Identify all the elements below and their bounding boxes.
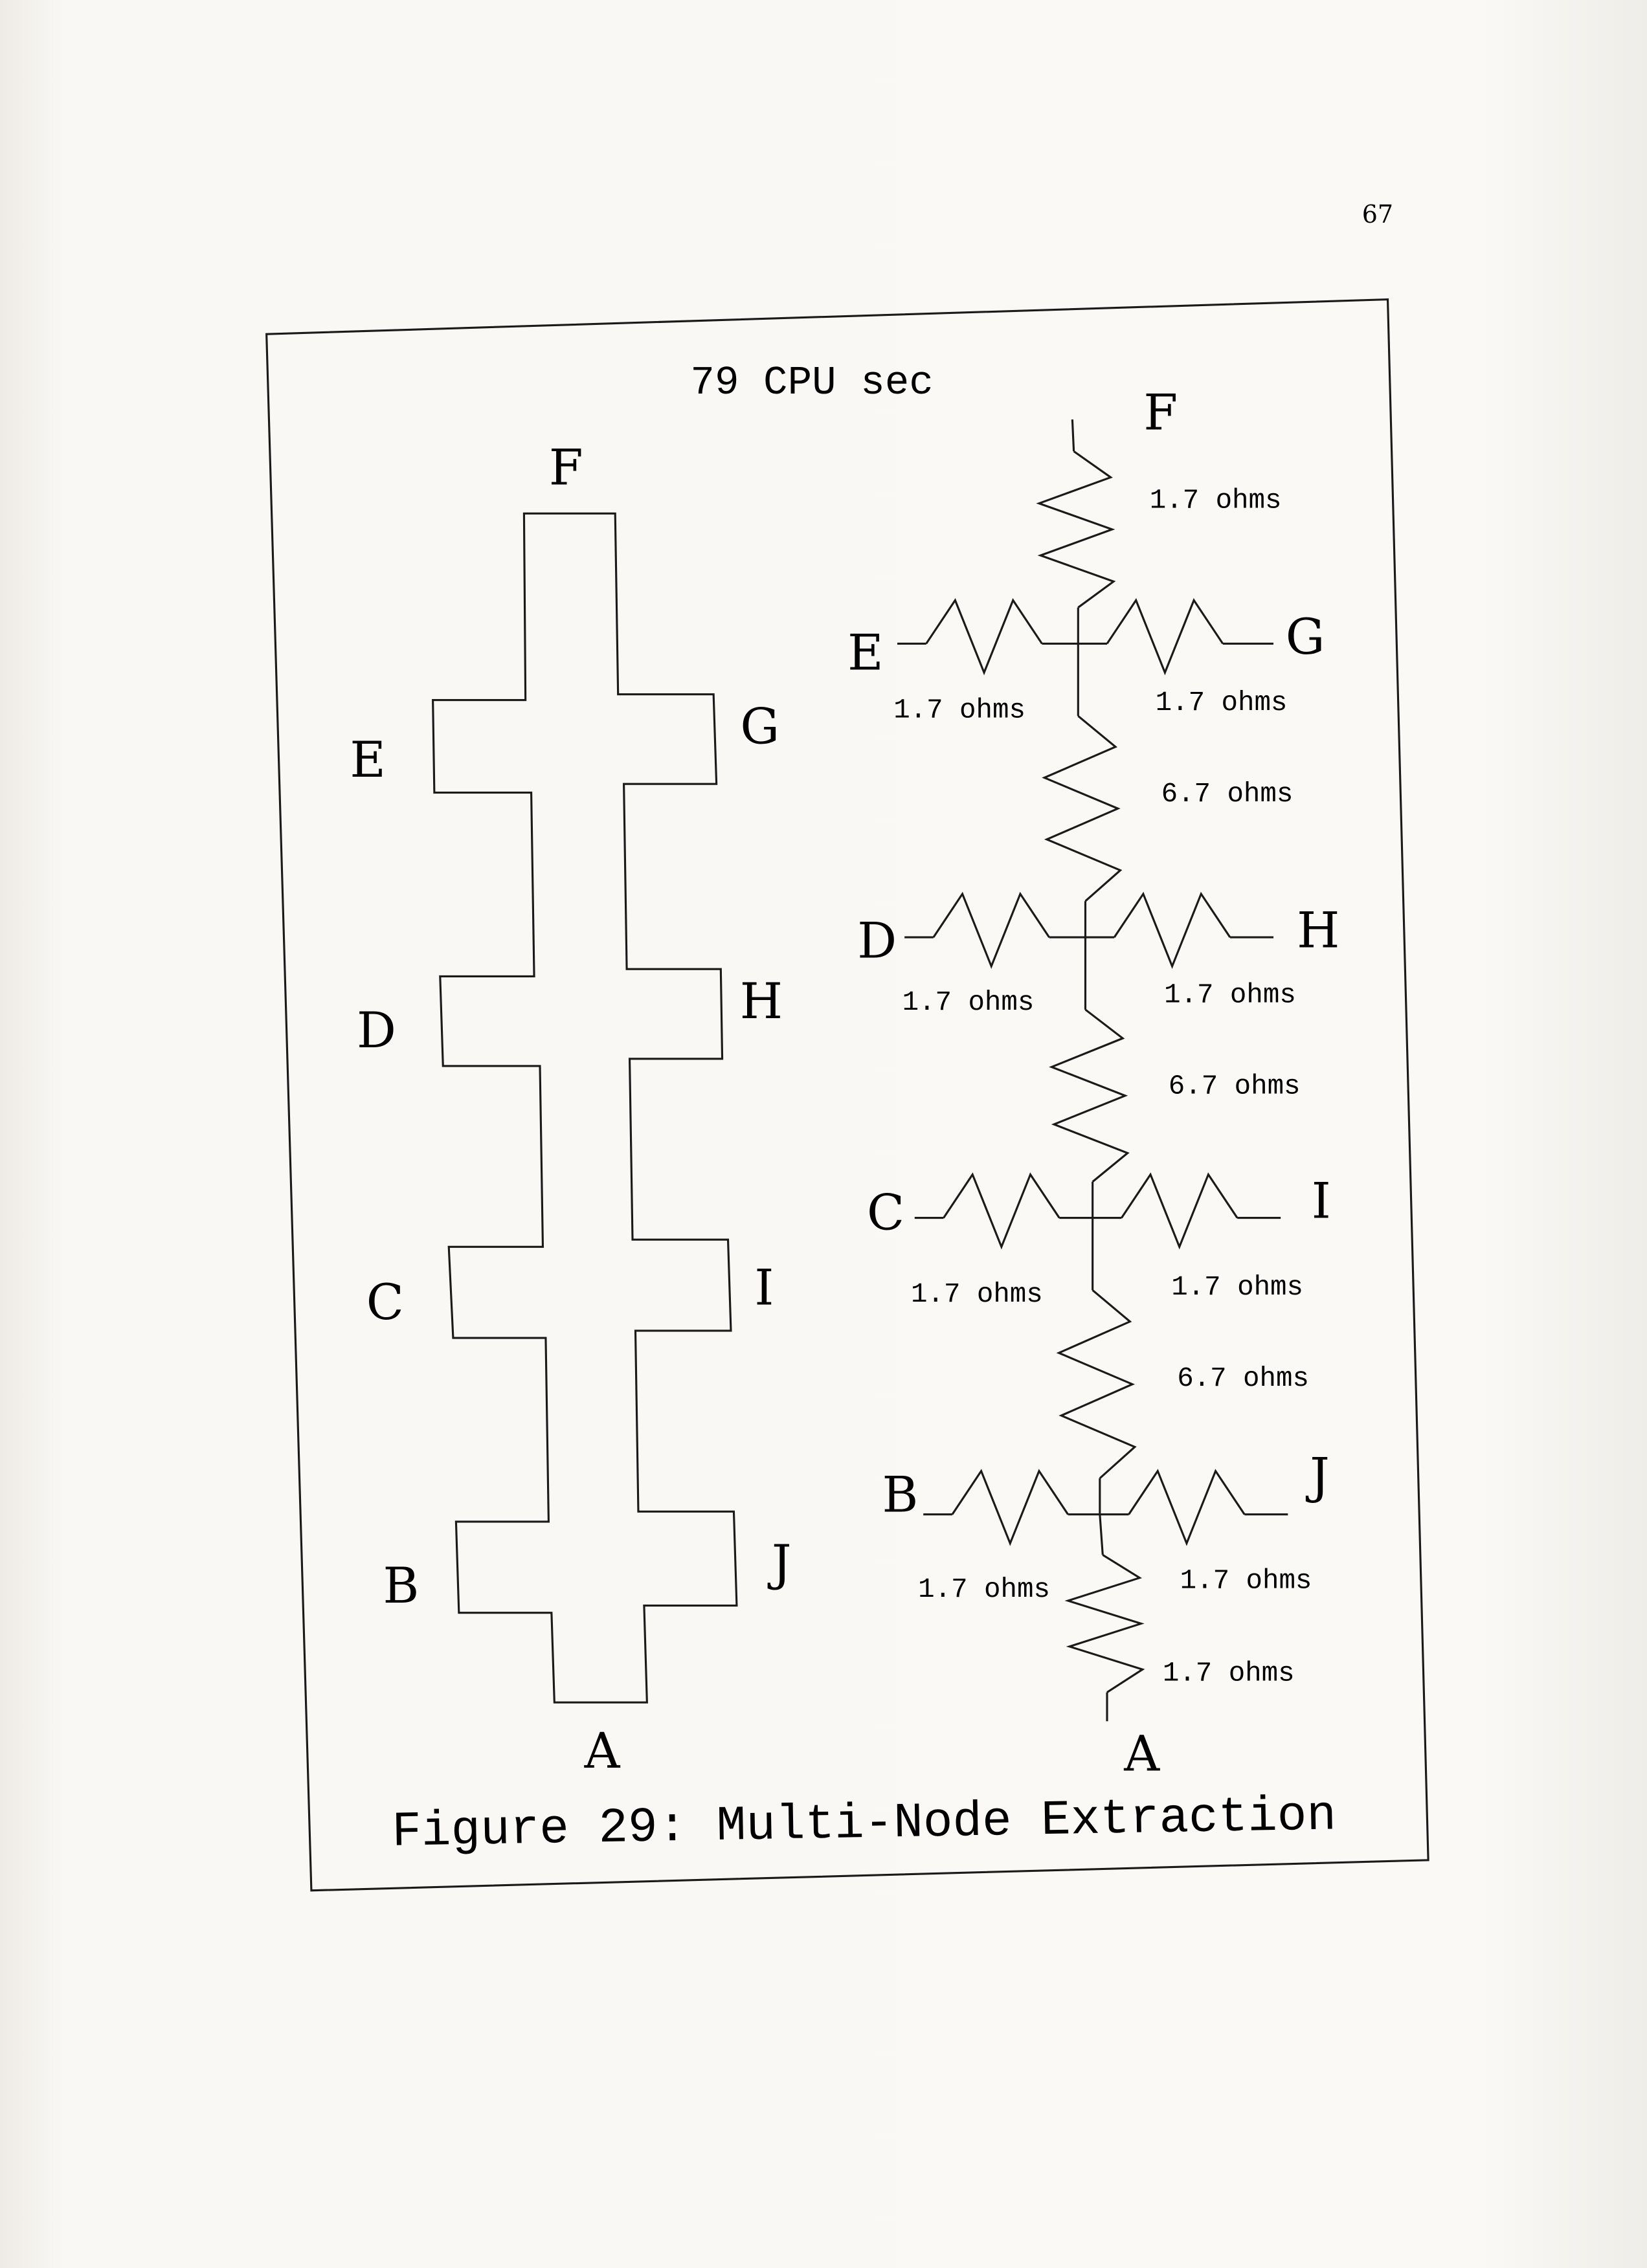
layout-node-label: A [584,1722,621,1779]
resistor-symbol [943,1172,1060,1250]
circuit-node-label: J [1305,1447,1329,1504]
resistor-symbol [1121,1172,1238,1250]
resistor-symbol [1106,598,1224,676]
resistor-value-label: 1.7 ohms [1163,1658,1295,1689]
layout-node-label: B [383,1557,420,1614]
runtime-label: 79 CPU sec [690,360,933,406]
resistor-value-label: 6.7 ohms [1169,1071,1301,1102]
resistor-value-label: 1.7 ohms [911,1279,1043,1310]
page-number: 67 [1362,200,1393,228]
resistor-value-label: 1.7 ohms [1180,1566,1312,1597]
resistor-network [897,419,1288,1722]
resistor-symbol [1049,1008,1130,1183]
layout-node-label: C [366,1273,404,1331]
layout-node-label: J [767,1533,791,1591]
resistor-symbol [1042,715,1123,902]
layout-node-label: D [357,1001,396,1059]
layout-node-label: F [549,439,583,496]
layout-labels: F E G D H C I B J A [350,439,791,1779]
circuit-node-label: F [1143,384,1178,441]
circuit-node-label: D [857,911,897,969]
resistor-value-label: 1.7 ohms [1164,980,1296,1011]
layout-node-label: E [350,731,385,788]
resistor-value-label: 1.7 ohms [893,695,1025,726]
resistor-symbol [1128,1469,1246,1546]
circuit-node-label: B [882,1465,919,1523]
layout-polygon [432,512,738,1704]
layout-node-label: G [740,698,779,755]
layout-node-label: H [740,972,783,1030]
circuit-node-label: G [1286,608,1325,665]
resistor-symbol [1056,1289,1137,1480]
resistor-value-label: 1.7 ohms [918,1574,1050,1605]
resistor-value-label: 1.7 ohms [1171,1272,1303,1303]
resistor-value-label: 6.7 ohms [1161,779,1294,810]
resistor-value-label: 1.7 ohms [902,987,1035,1018]
figure-caption: Figure 29: Multi-Node Extraction [392,1788,1337,1860]
circuit-node-label: E [847,624,883,682]
resistor-symbol [1113,891,1231,969]
circuit-node-label: C [867,1183,904,1241]
lead-wire [1071,419,1075,452]
resistor-value-label: 6.7 ohms [1177,1363,1309,1394]
circuit-node-labels: F E G D H C I B J A [847,384,1339,1783]
circuit-node-label: H [1297,902,1339,959]
resistor-symbol [1064,1553,1145,1693]
resistor-symbol [925,598,1043,676]
resistor-symbol [932,891,1050,969]
layout-node-label: I [754,1259,774,1317]
resistor-value-labels: 1.7 ohms 1.7 ohms 1.7 ohms 6.7 ohms 1.7 ohms… [893,485,1312,1689]
resistor-value-label: 1.7 ohms [1150,485,1282,516]
resistor-symbol [1036,450,1116,608]
wire [1099,1514,1104,1555]
circuit-node-label: I [1312,1172,1331,1230]
circuit-node-label: A [1123,1724,1160,1782]
resistor-symbol [951,1469,1069,1546]
figure-frame [265,298,1429,1892]
resistor-value-label: 1.7 ohms [1156,687,1288,718]
